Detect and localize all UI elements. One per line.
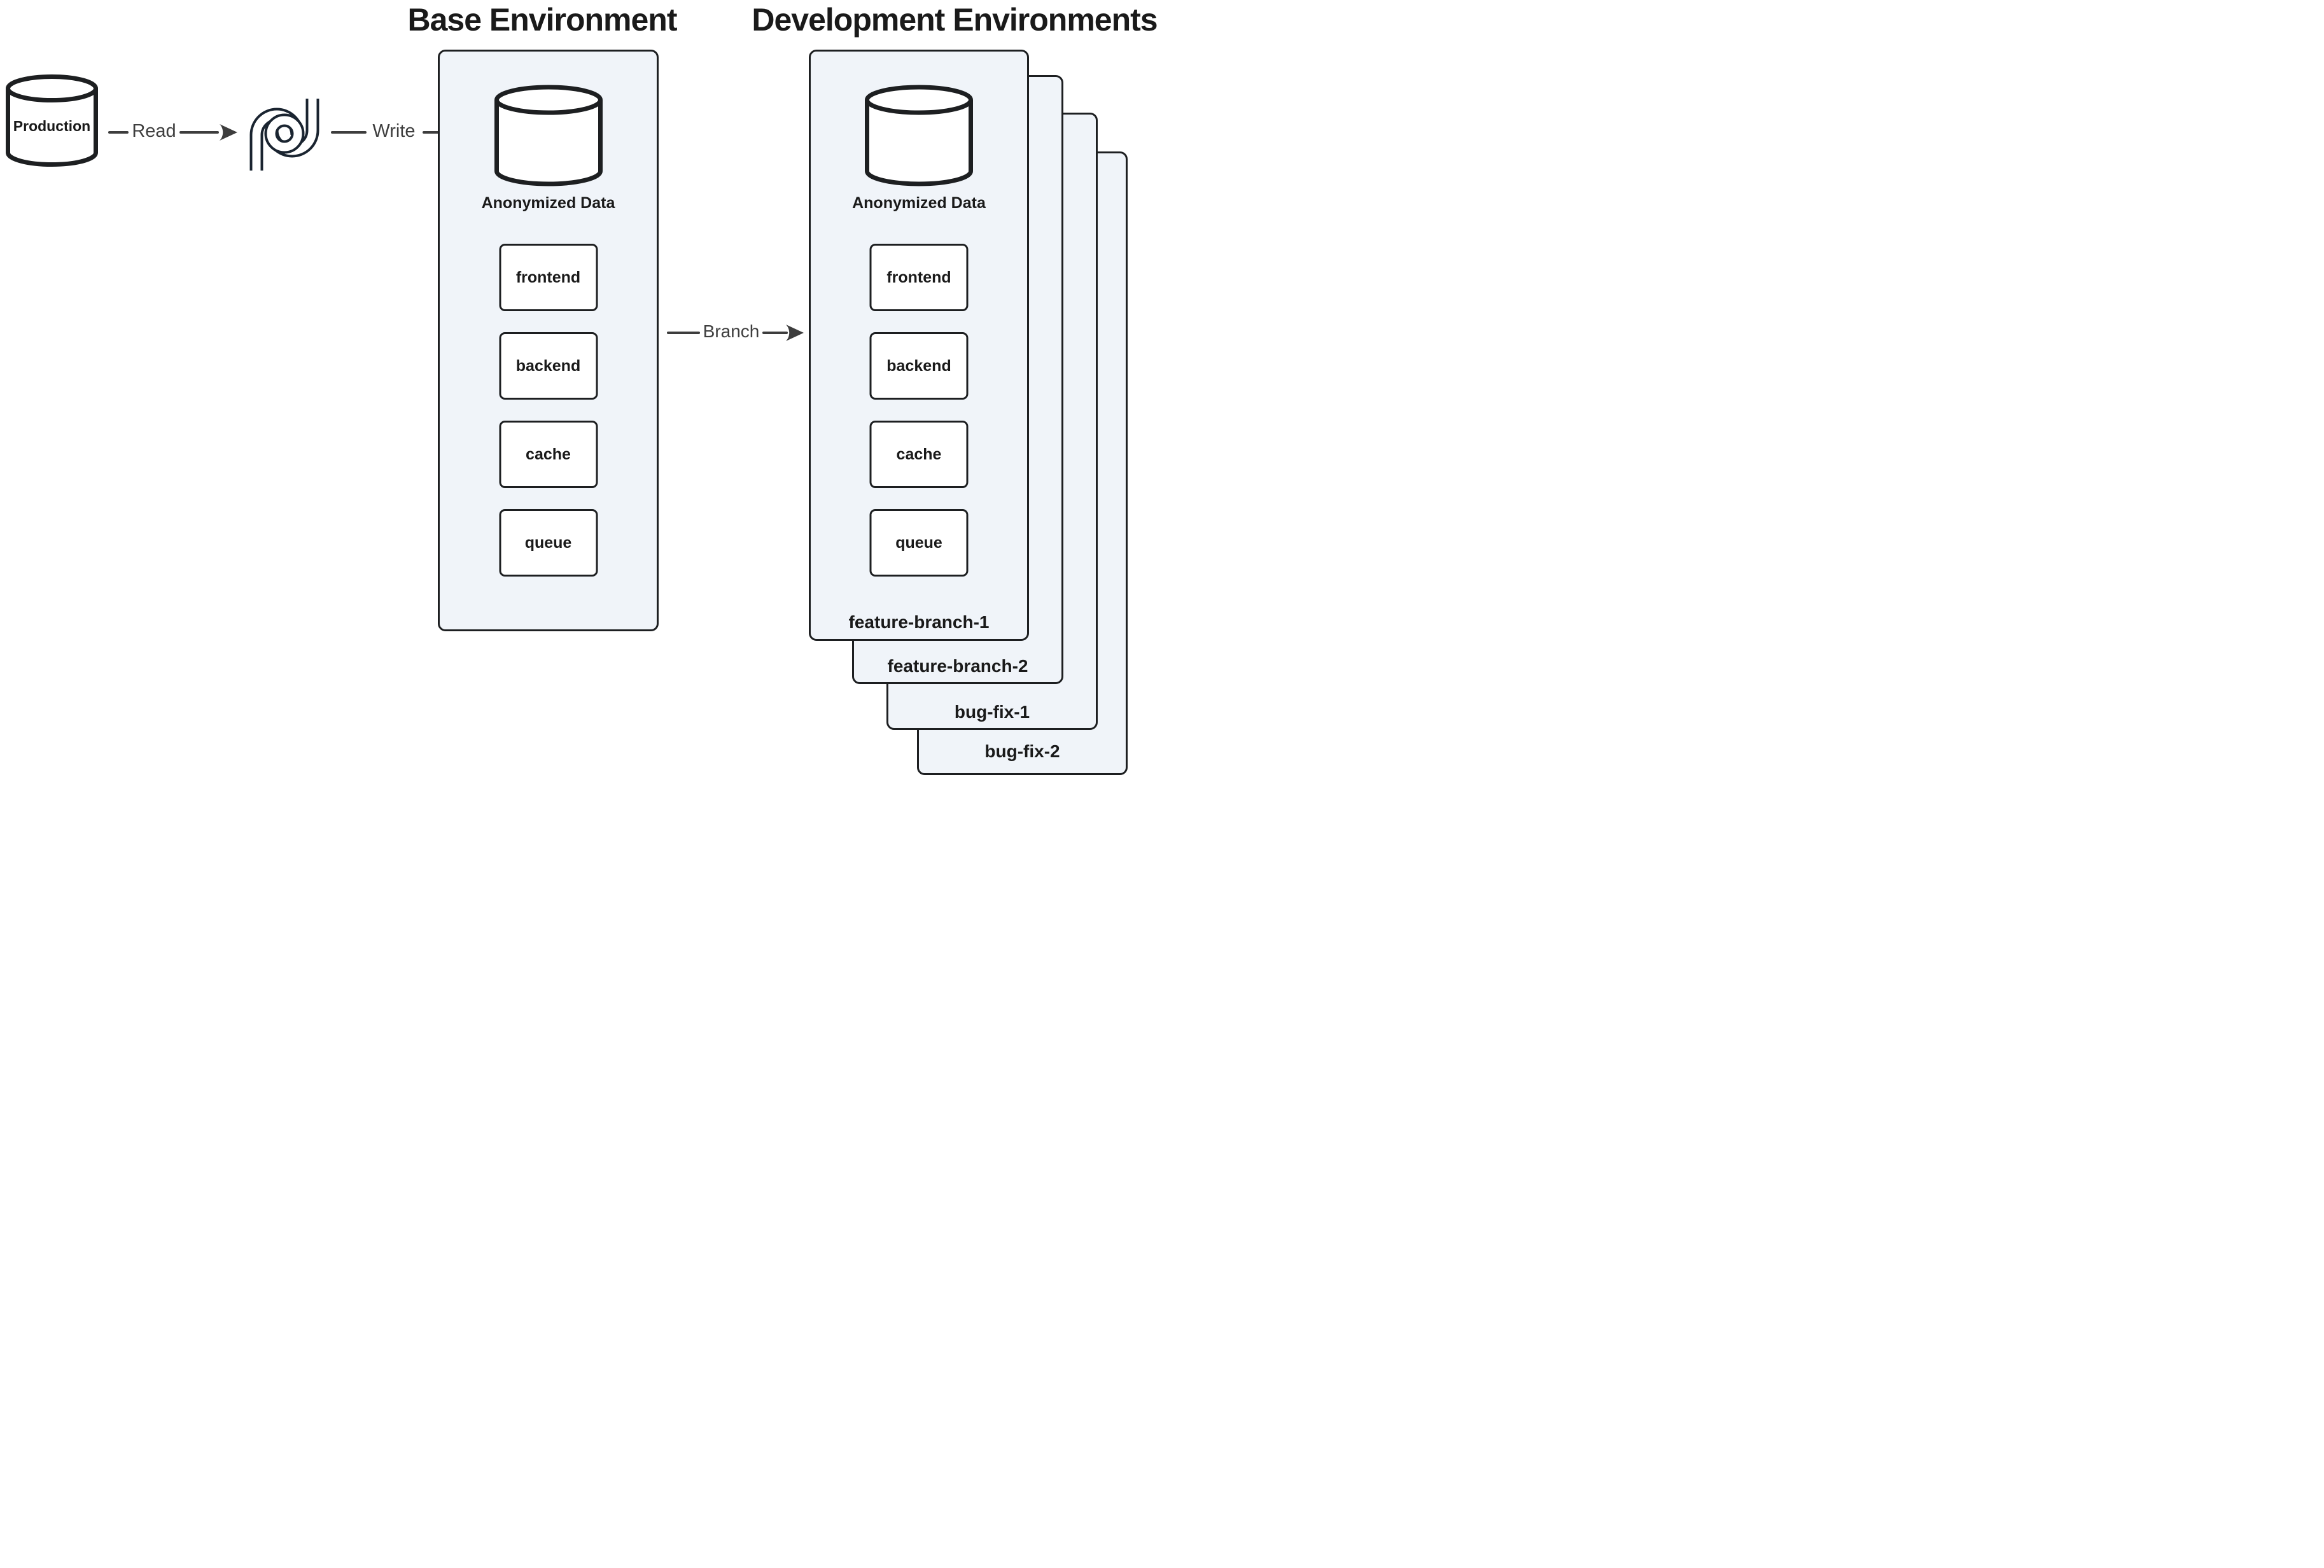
interlocked-pipes-logo — [249, 99, 319, 171]
branch-edge-label: Branch — [703, 321, 760, 341]
service-label: queue — [895, 533, 942, 552]
service-node-backend: backend — [869, 332, 969, 400]
service-label: backend — [515, 356, 581, 375]
service-node-cache: cache — [869, 421, 969, 488]
service-label: cache — [896, 445, 942, 463]
production-database-node: Production — [6, 74, 98, 167]
service-label: queue — [524, 533, 572, 552]
database-cylinder-icon — [494, 85, 603, 186]
branch-edge-line-start — [667, 332, 700, 334]
service-label: frontend — [886, 268, 951, 286]
branch-name-label: bug-fix-1 — [954, 702, 1030, 722]
base-environment-container: Anonymized Data frontend backend cache q… — [438, 50, 659, 631]
read-edge-label: Read — [132, 121, 176, 141]
write-edge-line-start — [331, 131, 367, 134]
dev-environment-card-feature-branch-1: Anonymized Data frontend backend cache q… — [809, 50, 1029, 641]
database-cylinder-icon — [6, 74, 98, 167]
service-node-queue: queue — [869, 509, 969, 577]
anonymized-database-node — [494, 85, 603, 186]
service-node-cache: cache — [499, 421, 598, 488]
arrow-right-icon — [786, 325, 804, 341]
service-label: cache — [526, 445, 571, 463]
read-edge-line-end — [179, 131, 219, 134]
service-node-queue: queue — [499, 509, 598, 577]
read-edge-line-start — [108, 131, 129, 134]
database-cylinder-icon — [865, 85, 973, 186]
service-node-frontend: frontend — [869, 244, 969, 311]
service-node-frontend: frontend — [499, 244, 598, 311]
anonymized-database-node — [865, 85, 973, 186]
arrow-right-icon — [220, 124, 237, 141]
service-label: backend — [886, 356, 951, 375]
anonymized-data-label: Anonymized Data — [852, 194, 986, 212]
branch-edge-line-end — [762, 332, 788, 334]
branch-name-label: bug-fix-2 — [984, 741, 1060, 761]
anonymized-data-label: Anonymized Data — [481, 194, 615, 212]
diagram-canvas: Base Environment Development Environment… — [0, 0, 1162, 784]
branch-name-label: feature-branch-1 — [848, 612, 990, 632]
base-environment-title: Base Environment — [407, 2, 677, 38]
write-edge-label: Write — [372, 121, 416, 141]
development-environments-title: Development Environments — [752, 2, 1158, 38]
production-label: Production — [13, 118, 91, 134]
service-label: frontend — [515, 268, 581, 286]
service-node-backend: backend — [499, 332, 598, 400]
branch-name-label: feature-branch-2 — [887, 656, 1028, 676]
